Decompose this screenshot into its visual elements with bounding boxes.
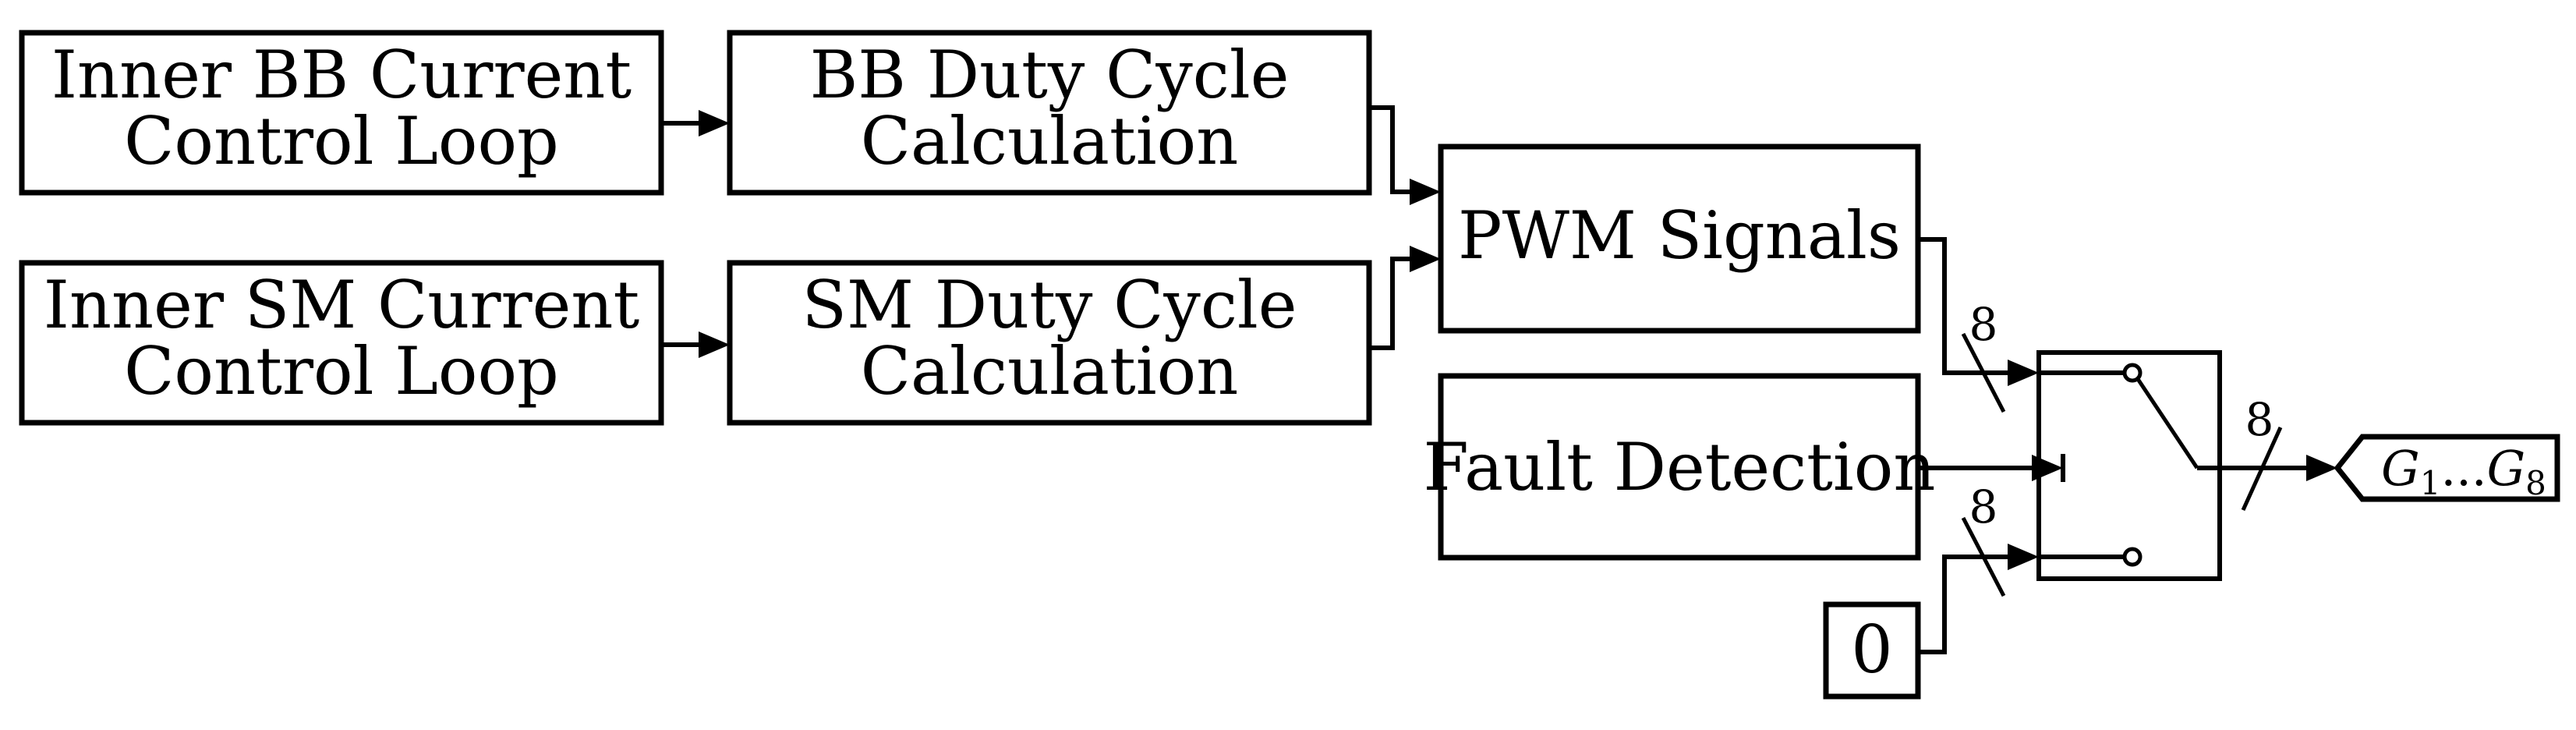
bb-loop-label-line2: Control Loop: [124, 103, 559, 179]
arrow-head: [2032, 455, 2063, 481]
switch-contact-bottom: [2122, 547, 2143, 567]
output-bus-width-label: 8: [2245, 393, 2274, 446]
arrow-head: [1410, 246, 1441, 272]
sm-loop-label-line1: Inner SM Current: [44, 267, 640, 343]
arrow-head: [2008, 544, 2039, 570]
arrow-head: [699, 110, 730, 136]
pwm-signals-block: PWM Signals: [1438, 144, 1921, 334]
sm-duty-to-pwm-connector: [1369, 246, 1441, 350]
bb-loop-to-duty-connector: [661, 110, 730, 136]
fault-detection-label: Fault Detection: [1424, 429, 1936, 505]
pwm-to-switch-bus: 8: [1918, 237, 2039, 413]
zero-constant-label: 0: [1851, 611, 1892, 688]
arrow-head: [2306, 455, 2337, 481]
zero-bus-width-label: 8: [1969, 480, 1998, 533]
switch-lever: [2135, 377, 2199, 470]
bus-slash: [2241, 426, 2283, 512]
arrow-head: [2008, 360, 2039, 386]
bus-slash: [1961, 332, 2006, 413]
switch-to-output-bus: 8: [2220, 393, 2337, 512]
fault-to-switch-control: [1918, 454, 2065, 482]
selector-switch: [2036, 350, 2222, 581]
arrow-head: [699, 331, 730, 358]
zero-constant-block: 0: [1823, 601, 1921, 700]
bb-current-loop-block: Inner BB Current Control Loop: [19, 30, 664, 196]
sm-duty-label-line2: Calculation: [861, 333, 1239, 409]
fault-detection-block: Fault Detection: [1424, 373, 1936, 561]
pwm-bus-width-label: 8: [1969, 298, 1998, 351]
arrow-head: [1410, 179, 1441, 205]
sm-duty-label-line1: SM Duty Cycle: [802, 267, 1297, 343]
pwm-signals-label: PWM Signals: [1458, 197, 1901, 274]
bb-duty-to-pwm-connector: [1369, 105, 1441, 205]
output-port-g1-g8: G1...G8: [2334, 434, 2560, 502]
zero-to-switch-bus: 8: [1918, 480, 2039, 654]
sm-loop-to-duty-connector: [661, 331, 730, 358]
switch-contact-top: [2122, 363, 2143, 383]
sm-duty-cycle-block: SM Duty Cycle Calculation: [727, 260, 1372, 426]
sm-current-loop-block: Inner SM Current Control Loop: [19, 260, 664, 426]
bb-duty-label-line1: BB Duty Cycle: [810, 37, 1290, 113]
sm-loop-label-line2: Control Loop: [124, 333, 559, 409]
bb-duty-label-line2: Calculation: [861, 103, 1239, 179]
bus-slash: [1961, 516, 2006, 597]
bb-loop-label-line1: Inner BB Current: [51, 37, 632, 113]
bb-duty-cycle-block: BB Duty Cycle Calculation: [727, 30, 1372, 196]
output-port-label: G1...G8: [2381, 440, 2546, 502]
